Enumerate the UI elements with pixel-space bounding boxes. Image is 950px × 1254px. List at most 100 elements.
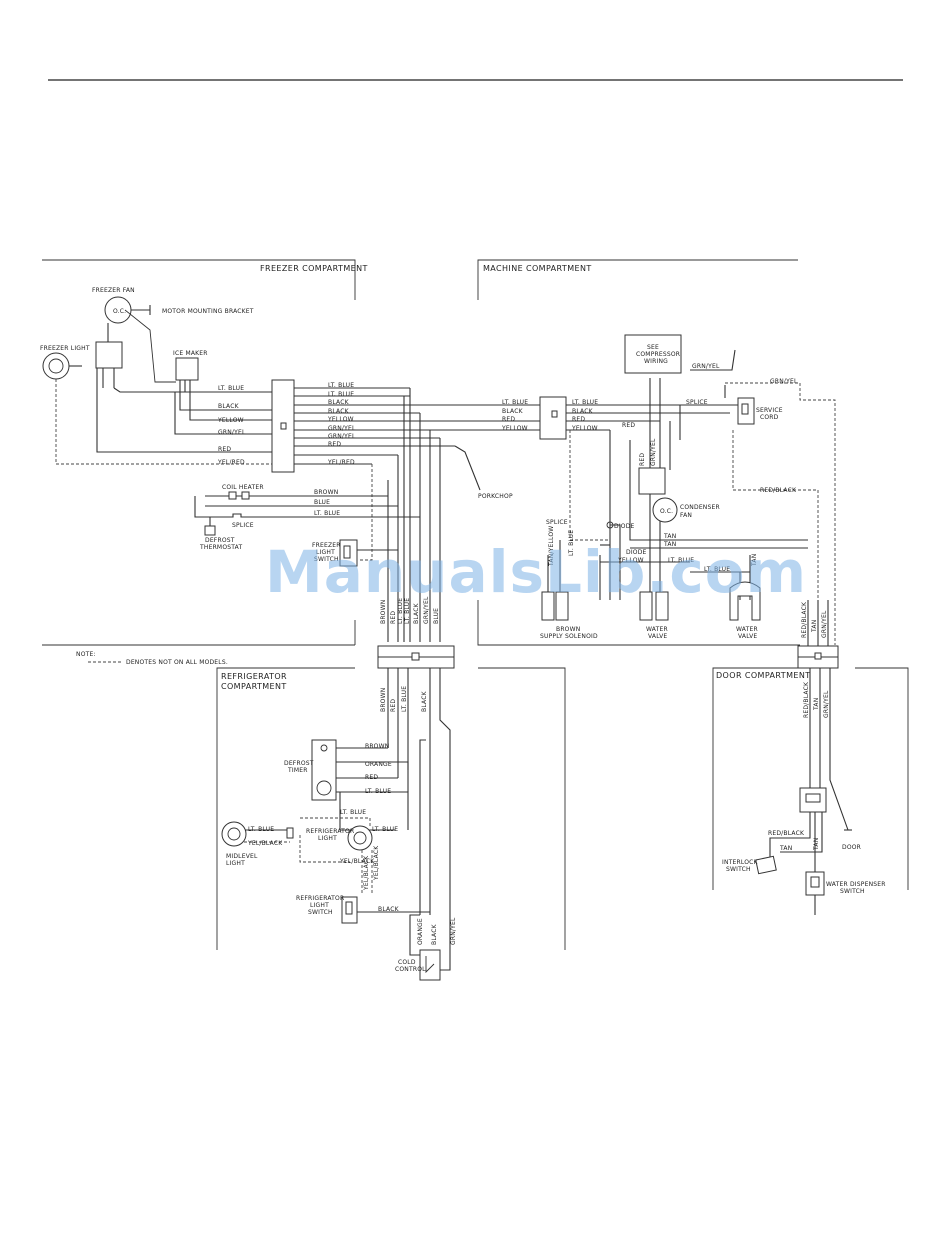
cold-control-label-2: CONTROL bbox=[395, 966, 426, 973]
wire-label: BLACK bbox=[328, 408, 350, 415]
wire-label: BLACK bbox=[421, 690, 428, 712]
freezer-right-wires bbox=[294, 387, 540, 642]
wire-label: LT. BLUE bbox=[248, 826, 274, 833]
wire-label: GRN/YEL bbox=[770, 378, 798, 385]
interlock-switch-label-2: SWITCH bbox=[726, 866, 751, 873]
defrost-timer-label: DEFROST bbox=[284, 760, 314, 767]
door-wires bbox=[769, 600, 852, 915]
wire-label: GRN/YEL bbox=[650, 438, 657, 466]
wire-label: YEL/BLACK bbox=[247, 840, 283, 847]
motor-bracket-label: MOTOR MOUNTING BRACKET bbox=[162, 308, 254, 315]
diode-label: DIODE bbox=[626, 549, 647, 556]
wire-label: GRN/YEL bbox=[821, 610, 828, 638]
wire-label: YEL/RED bbox=[217, 459, 245, 466]
wire-label: YELLOW bbox=[571, 425, 598, 432]
freezer-light-label: FREEZER LIGHT bbox=[40, 345, 90, 352]
dispenser-switch-label: WATER DISPENSER bbox=[826, 881, 886, 888]
water-valve-1-icon bbox=[639, 591, 669, 621]
freezer-compartment-title: FREEZER COMPARTMENT bbox=[260, 264, 368, 273]
wire-label: RED bbox=[390, 699, 397, 712]
wire-label: RED bbox=[572, 416, 585, 423]
wire-label: GRN/YEL bbox=[218, 429, 246, 436]
freezer-fan-plug bbox=[95, 341, 123, 369]
wire-label: BLACK bbox=[328, 399, 350, 406]
freezer-light-switch-label: FREEZER bbox=[312, 542, 341, 549]
wire-label: LT. BLUE bbox=[704, 566, 730, 573]
door-label: DOOR bbox=[842, 844, 861, 851]
wire-label: BLACK bbox=[413, 602, 420, 624]
note-label: NOTE: bbox=[76, 651, 96, 658]
wire-label: RED bbox=[365, 774, 378, 781]
wire-label: BROWN bbox=[380, 600, 387, 624]
compressor-label-3: WIRING bbox=[644, 358, 668, 365]
water-valve-2-label-2: VALVE bbox=[738, 633, 757, 640]
water-valve-1-label-2: VALVE bbox=[648, 633, 667, 640]
defrost-thermostat-icon bbox=[204, 525, 216, 536]
heater-circuit bbox=[194, 491, 420, 536]
watermark: ManualsLib.com bbox=[265, 538, 807, 606]
machine-wires bbox=[547, 349, 836, 645]
wire-label: YELLOW bbox=[501, 425, 528, 432]
compressor-wiring-box bbox=[624, 334, 682, 374]
wire-label: TAN bbox=[813, 838, 820, 851]
wire-label: BLACK bbox=[572, 408, 594, 415]
wire-label: LT. BLUE bbox=[340, 809, 366, 816]
wire-label: BLACK bbox=[378, 906, 400, 913]
compressor-label-2: COMPRESSOR bbox=[636, 351, 680, 358]
cold-control-icon bbox=[419, 949, 441, 981]
supply-solenoid-icon bbox=[541, 591, 569, 621]
wire-label: YELLOW bbox=[617, 557, 644, 564]
refrigerator-compartment-title: REFRIGERATOR bbox=[221, 672, 287, 681]
condenser-fan-mark: O.C. bbox=[660, 508, 673, 515]
midlevel-light-label-2: LIGHT bbox=[226, 860, 245, 867]
wire-label: GRN/YEL bbox=[823, 690, 830, 718]
wire-label: BLUE bbox=[433, 608, 440, 624]
wire-label: BROWN bbox=[380, 688, 387, 712]
wire-label: TAN bbox=[811, 620, 818, 633]
section-frames bbox=[42, 259, 909, 950]
condenser-fan-icon bbox=[652, 497, 678, 523]
defrost-thermostat-label: DEFROST bbox=[205, 537, 235, 544]
fridge-switch-label-2: LIGHT bbox=[310, 902, 329, 909]
freezer-light-icon bbox=[42, 352, 70, 380]
wire-label: YEL/BLACK bbox=[373, 845, 380, 881]
splice-label: SPLICE bbox=[232, 522, 254, 529]
wire-label: BLACK bbox=[502, 408, 524, 415]
wire-label: RED bbox=[328, 441, 341, 448]
wire-label: GRN/YEL bbox=[423, 596, 430, 624]
note-text: DENOTES NOT ON ALL MODELS. bbox=[126, 659, 228, 666]
freezer-light-switch-label-2: LIGHT bbox=[316, 549, 335, 556]
machine-connector bbox=[539, 396, 567, 440]
freezer-light-switch-label-3: SWITCH bbox=[314, 556, 339, 563]
wire-label: LT. BLUE bbox=[218, 385, 244, 392]
wire-label: BLACK bbox=[218, 403, 240, 410]
wire-label: GRN/YEL bbox=[692, 363, 720, 370]
coil-heater-label: COIL HEATER bbox=[222, 484, 264, 491]
wire-label: LT. BLUE bbox=[502, 399, 528, 406]
wire-label: BROWN bbox=[314, 489, 338, 496]
fridge-wires bbox=[336, 668, 451, 971]
defrost-timer-icon bbox=[311, 739, 337, 801]
supply-solenoid-label-2: SUPPLY SOLENOID bbox=[540, 633, 598, 640]
wire-label: LT. BLUE bbox=[328, 391, 354, 398]
fridge-light-wiring bbox=[244, 817, 371, 863]
refrigerator-compartment-title-2: COMPARTMENT bbox=[221, 682, 287, 691]
wire-label: RED bbox=[502, 416, 515, 423]
condenser-fan-label-2: FAN bbox=[680, 512, 692, 519]
freezer-fan-mark: O.C. bbox=[113, 308, 126, 315]
midlevel-light-icon bbox=[221, 821, 247, 847]
wire-label: RED/BLACK bbox=[803, 681, 810, 718]
cold-control-label: COLD bbox=[398, 959, 416, 966]
defrost-thermostat-label-2: THERMOSTAT bbox=[199, 544, 242, 551]
wire-label: YELLOW bbox=[327, 416, 354, 423]
wire-label: LT. BLUE bbox=[401, 686, 408, 712]
wire-label: BROWN bbox=[365, 743, 389, 750]
freezer-fan-label: FREEZER FAN bbox=[92, 287, 135, 294]
door-compartment-title: DOOR COMPARTMENT bbox=[716, 671, 811, 680]
wire-label: TAN bbox=[663, 533, 676, 540]
refrigerator-light-icon bbox=[347, 825, 373, 851]
wire-label: YEL/BLACK bbox=[363, 855, 370, 891]
water-valve-2-icon bbox=[729, 581, 761, 621]
wire-label: TAN bbox=[663, 541, 676, 548]
condenser-fan-label: CONDENSER bbox=[680, 504, 720, 511]
